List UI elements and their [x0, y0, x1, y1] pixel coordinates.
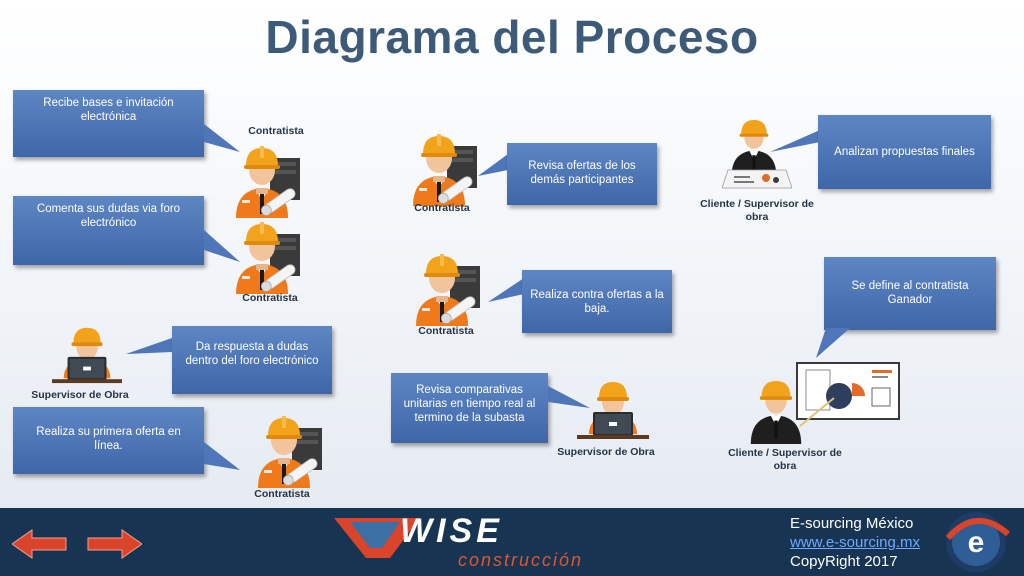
callout-text: Comenta sus dudas via foro electrónico — [36, 203, 181, 229]
callout-receive-invitation: Recibe bases e invitación electrónica — [13, 90, 204, 157]
esourcing-logo-icon: e — [945, 512, 1010, 572]
footer-bar — [0, 508, 1024, 576]
presentation-board-icon — [796, 362, 900, 420]
role-label: Supervisor de Obra — [557, 446, 655, 458]
website-link[interactable]: www.e-sourcing.mx — [790, 534, 921, 551]
callout-pointer — [548, 386, 590, 408]
callout-forum-questions: Comenta sus dudas via foro electrónico — [13, 196, 204, 265]
contractor-icon — [228, 214, 308, 294]
role-label: Contratista — [248, 125, 304, 137]
callout-review-offers: Revisa ofertas de los demás participante… — [507, 143, 657, 205]
company-name: E-sourcing México — [790, 515, 914, 532]
role-label: Cliente / Supervisor de obra — [700, 198, 814, 223]
contractor-icon — [408, 246, 488, 326]
footer-info: E-sourcing México www.e-sourcing.mx Copy… — [790, 514, 920, 571]
callout-text: Realiza su primera oferta en línea. — [36, 426, 181, 452]
callout-winner-defined: Se define al contratista Ganador — [824, 257, 996, 330]
callout-analyze-proposals: Analizan propuestas finales — [818, 115, 991, 189]
callout-text: Analizan propuestas finales — [834, 146, 975, 158]
supervisor-icon — [42, 318, 132, 386]
callout-pointer — [204, 230, 240, 262]
copyright-text: CopyRight 2017 — [790, 553, 898, 570]
logo-main-text: WISE — [400, 512, 503, 550]
callout-text: Se define al contratista Ganador — [851, 280, 969, 306]
svg-text:e: e — [968, 526, 985, 559]
callout-pointer — [204, 124, 240, 152]
callout-counter-offers: Realiza contra ofertas a la baja. — [522, 270, 672, 333]
contractor-icon — [228, 138, 308, 218]
callout-pointer — [126, 338, 172, 354]
callout-text: Revisa ofertas de los demás participante… — [528, 160, 636, 186]
role-label: Contratista — [418, 325, 474, 337]
role-label: Supervisor de Obra — [31, 389, 129, 401]
documents-icon — [722, 169, 792, 189]
company-logo: WISE construcción — [330, 512, 630, 572]
callout-answer-questions: Da respuesta a dudas dentro del foro ele… — [172, 326, 332, 394]
role-label: Cliente / Supervisor de obra — [728, 447, 842, 472]
callout-first-offer: Realiza su primera oferta en línea. — [13, 407, 204, 474]
callout-text: Realiza contra ofertas a la baja. — [530, 289, 664, 315]
callout-text: Da respuesta a dudas dentro del foro ele… — [185, 341, 319, 367]
page-title: Diagrama del Proceso — [265, 11, 759, 63]
callout-review-comparisons: Revisa comparativas unitarias en tiempo … — [391, 373, 548, 443]
callout-pointer — [770, 130, 820, 152]
contractor-icon — [405, 126, 485, 206]
logo-sub-text: construcción — [458, 550, 584, 570]
callout-pointer — [816, 328, 850, 358]
callout-text: Recibe bases e invitación electrónica — [43, 97, 174, 123]
previous-arrow-icon[interactable] — [12, 528, 68, 560]
callout-pointer — [204, 442, 240, 470]
callout-pointer — [488, 278, 524, 302]
role-label: Contratista — [242, 292, 298, 304]
supervisor-icon — [568, 372, 658, 442]
role-label: Contratista — [254, 488, 310, 500]
pointer-stick-icon — [799, 397, 835, 427]
role-label: Contratista — [414, 202, 470, 214]
contractor-icon — [250, 408, 330, 488]
callout-text: Revisa comparativas unitarias en tiempo … — [403, 384, 536, 424]
callout-pointer — [478, 154, 508, 176]
next-arrow-icon[interactable] — [86, 528, 142, 560]
